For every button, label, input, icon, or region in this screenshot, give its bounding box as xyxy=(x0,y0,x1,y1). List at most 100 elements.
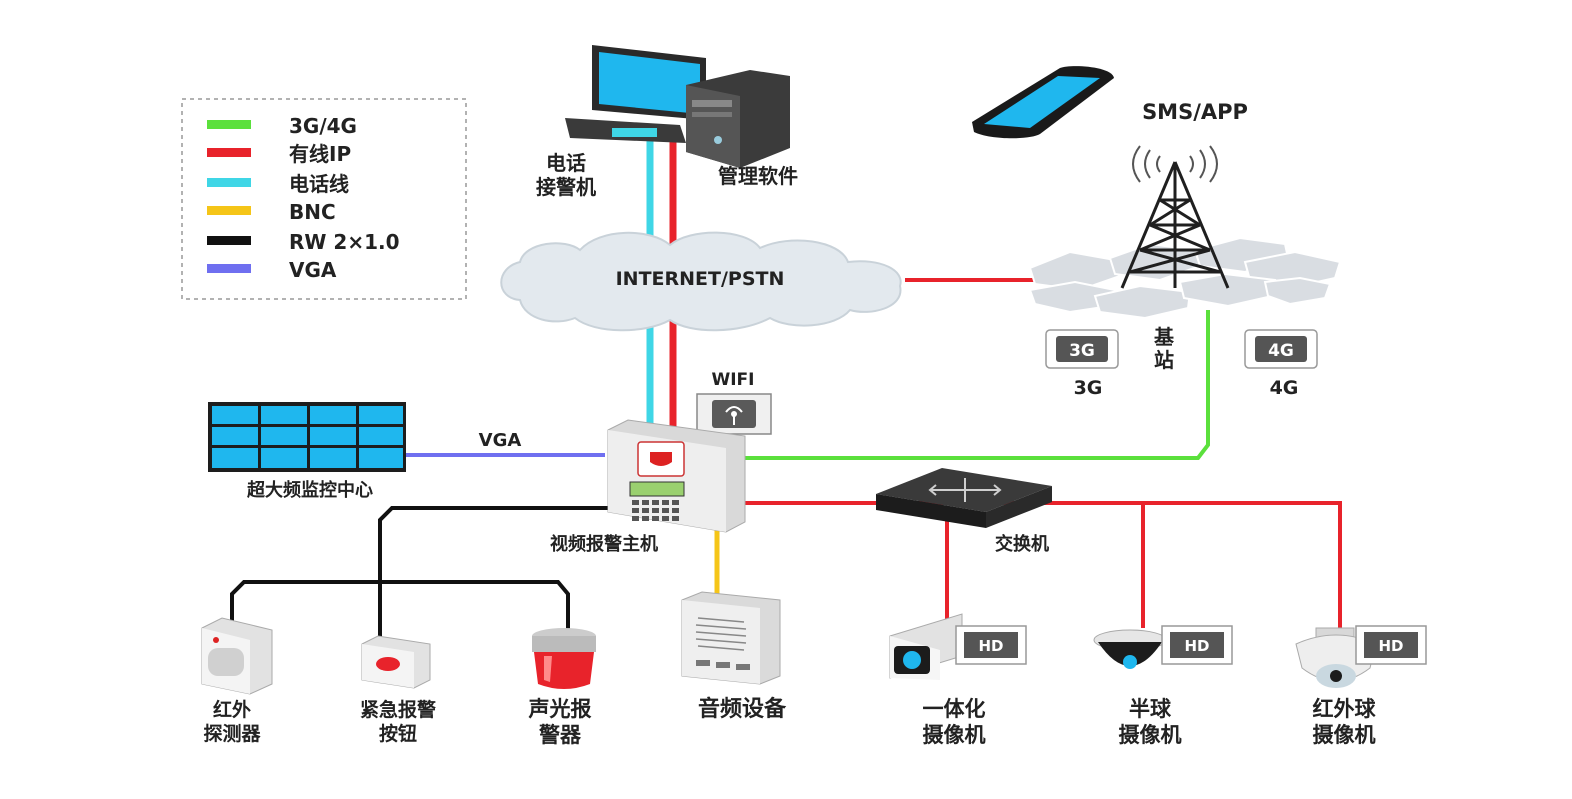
hd-badge: HD xyxy=(1161,625,1233,665)
emergency-button-label-2: 按钮 xyxy=(379,722,417,745)
integrated-camera-label-2: 摄像机 xyxy=(923,723,986,747)
legend-swatch-blue xyxy=(207,264,251,273)
internet-label: INTERNET/PSTN xyxy=(616,268,785,290)
switch-front xyxy=(876,494,986,528)
base-station-label-2: 站 xyxy=(1154,348,1174,372)
legend-item-phone-line: 电话线 xyxy=(207,172,349,196)
alarm-host-display xyxy=(629,481,685,497)
phone-receiver-label-2: 接警机 xyxy=(536,175,596,199)
audio-button xyxy=(696,660,710,666)
ir-dome-lens-icon xyxy=(1330,670,1342,682)
audio-label: 音频设备 xyxy=(698,696,787,722)
dome-camera-label-2: 摄像机 xyxy=(1119,723,1182,747)
legend-item-bnc: BNC xyxy=(207,200,336,224)
legend-item-vga: VGA xyxy=(207,258,337,282)
emergency-button xyxy=(361,635,431,689)
hd-badge-text: HD xyxy=(978,637,1003,655)
phone-receiver-label-1: 电话 xyxy=(546,151,586,175)
switch-label: 交换机 xyxy=(995,533,1049,555)
base-station-label-1: 基 xyxy=(1154,325,1175,349)
monitor-center-label: 超大频监控中心 xyxy=(247,479,373,501)
hd-badge-text: HD xyxy=(1378,637,1403,655)
siren-label-1: 声光报 xyxy=(528,697,592,721)
legend-swatch-black xyxy=(207,236,251,245)
switch-side xyxy=(986,486,1052,528)
cloud-shape xyxy=(500,231,902,332)
siren xyxy=(532,628,596,689)
legend-label: VGA xyxy=(289,258,337,282)
wifi-wave xyxy=(725,406,743,413)
legend-item-wired-ip: 有线IP xyxy=(207,142,351,166)
ir-detector xyxy=(201,617,273,695)
audio-button xyxy=(736,664,750,670)
tower-drive xyxy=(692,112,732,117)
legend-label: 3G/4G xyxy=(289,114,357,138)
hd-badge-text: HD xyxy=(1184,637,1209,655)
rw-line-detector xyxy=(230,580,380,625)
phone-screen xyxy=(984,76,1100,128)
dome-camera-dome xyxy=(1098,642,1162,666)
alarm-host-keypad xyxy=(632,500,679,521)
siren-ring xyxy=(532,636,596,652)
ip-camera-bus xyxy=(740,501,1342,628)
hd-badge-fill xyxy=(1170,632,1224,658)
wifi-dot xyxy=(731,411,737,417)
wifi-icon xyxy=(696,393,772,435)
legend-label: 有线IP xyxy=(289,142,351,166)
shield-icon xyxy=(650,452,672,466)
alarm-host-label: 视频报警主机 xyxy=(550,533,658,555)
monitor-screen xyxy=(599,52,700,114)
siren-highlight xyxy=(544,656,552,682)
hd-badge-fill xyxy=(964,632,1018,658)
integrated-camera xyxy=(889,613,963,680)
ir-dome-camera-label-2: 摄像机 xyxy=(1313,723,1376,747)
management-software-label: 管理软件 xyxy=(718,164,798,188)
legend-label: BNC xyxy=(289,200,336,224)
badge-4g-text: 4G xyxy=(1268,341,1294,361)
wifi-label: WIFI xyxy=(711,370,754,390)
integrated-camera-label-1: 一体化 xyxy=(923,697,986,721)
base-station xyxy=(1028,145,1342,320)
ir-detector-label-2: 探测器 xyxy=(203,723,261,745)
hd-badge: HD xyxy=(955,625,1027,665)
siren-lamp xyxy=(534,652,594,689)
switch-arrows-icon xyxy=(928,478,1002,502)
legend-label: 电话线 xyxy=(289,172,349,196)
siren-label-2: 警器 xyxy=(538,723,582,747)
tower-frame xyxy=(1120,161,1230,289)
legend: 3G/4G 有线IP 电话线 BNC RW 2×1.0 VGA xyxy=(181,98,467,300)
ir-detector-lens xyxy=(208,648,244,676)
rw-line-main xyxy=(378,506,608,640)
hd-badge-fill xyxy=(1364,632,1418,658)
legend-item-rw: RW 2×1.0 xyxy=(207,230,400,254)
label-4g: 4G xyxy=(1270,377,1299,399)
badge-4g: 4G xyxy=(1244,329,1318,369)
dome-camera xyxy=(1093,629,1167,669)
vga-label: VGA xyxy=(479,430,522,451)
legend-swatch-red xyxy=(207,148,251,157)
audio-device-front xyxy=(682,600,760,684)
hex-cells xyxy=(1028,236,1342,320)
legend-swatch-yellow xyxy=(207,206,251,215)
ir-detector-led xyxy=(213,637,219,643)
badge-3g-fill xyxy=(1056,336,1108,362)
video-wall-screens xyxy=(212,406,403,468)
sms-app-label: SMS/APP xyxy=(1142,100,1248,124)
rw-line-siren xyxy=(380,580,570,630)
badge-3g: 3G xyxy=(1045,329,1119,369)
legend-swatch-green xyxy=(207,120,251,129)
video-wall xyxy=(208,402,406,472)
legend-label: RW 2×1.0 xyxy=(289,230,400,254)
hd-badge: HD xyxy=(1355,625,1427,665)
dome-camera-label-1: 半球 xyxy=(1129,697,1172,721)
smartphone xyxy=(972,66,1114,139)
network-switch xyxy=(876,468,1052,528)
badge-4g-fill xyxy=(1255,336,1307,362)
keyboard-highlight xyxy=(612,128,657,137)
label-3g: 3G xyxy=(1074,377,1103,399)
signal-waves-icon xyxy=(1132,145,1218,183)
ir-detector-label-1: 红外 xyxy=(213,698,251,721)
cellular-line xyxy=(740,310,1210,460)
emergency-button-label-1: 紧急报警 xyxy=(360,698,436,721)
